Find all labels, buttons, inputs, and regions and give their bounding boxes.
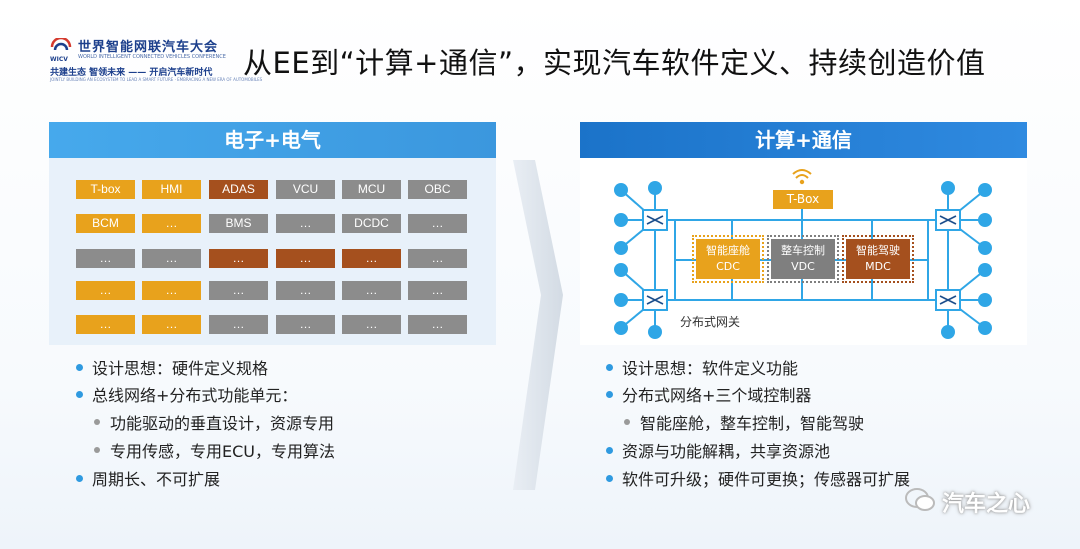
ecu-cell: … — [408, 315, 467, 334]
ecu-cell: DCDC — [342, 214, 401, 233]
bullet-text: 专用传感，专用ECU，专用算法 — [110, 442, 335, 461]
ecu-cell: … — [342, 249, 401, 268]
bullet-text: 软件可升级；硬件可更换；传感器可扩展 — [622, 470, 911, 489]
ecu-cell: MCU — [342, 180, 401, 199]
bullet-marker — [606, 447, 613, 454]
ecu-cell: … — [209, 249, 268, 268]
domain-controller-code: VDC — [791, 260, 815, 273]
ecu-cell: … — [276, 249, 335, 268]
transition-arrow-icon — [513, 160, 563, 490]
bullet-marker — [606, 364, 613, 371]
ecu-cell: … — [408, 214, 467, 233]
domain-controller-code: MDC — [865, 260, 891, 273]
bullet-marker — [606, 391, 613, 398]
bullet-text: 设计思想：软件定义功能 — [622, 359, 799, 378]
ecu-cell: BCM — [76, 214, 135, 233]
domain-controller: 智能座舱 CDC — [692, 235, 764, 283]
domain-controller-name: 智能驾驶 — [856, 244, 900, 257]
slide-title: 从EE到“计算+通信”，实现汽车软件定义、持续创造价值 — [243, 46, 986, 80]
ecu-cell: T-box — [76, 180, 135, 199]
bullet-marker — [94, 419, 100, 425]
ecu-cell: … — [142, 281, 201, 300]
logo-abbreviation: WICV — [50, 56, 68, 63]
wechat-logo-icon — [905, 488, 935, 511]
logo-slogan: 共建生态 智领未来 —— 开启汽车新时代 — [50, 68, 213, 78]
bullet-text: 资源与功能解耦，共享资源池 — [622, 442, 831, 461]
bullet-text: 设计思想：硬件定义规格 — [92, 359, 269, 378]
ecu-cell: … — [276, 315, 335, 334]
bullet-marker — [76, 391, 83, 398]
bullet-marker — [624, 419, 630, 425]
ecu-cell: … — [408, 249, 467, 268]
ecu-cell: … — [142, 315, 201, 334]
logo-title: 世界智能网联汽车大会 — [78, 40, 219, 55]
domain-controller: 智能驾驶 MDC — [842, 235, 914, 283]
ecu-cell: … — [408, 281, 467, 300]
ecu-cell: … — [76, 315, 135, 334]
ecu-grid: T-box HMI ADAS VCU MCU OBC BCM … BMS … DCDC … … … … … … …… — [49, 158, 496, 345]
bullet-marker — [94, 447, 100, 453]
ecu-cell: … — [342, 315, 401, 334]
wicv-logo-icon — [50, 38, 72, 51]
ecu-cell: … — [142, 249, 201, 268]
bullet-text: 总线网络+分布式功能单元： — [92, 386, 298, 405]
bullet-text: 周期长、不可扩展 — [92, 470, 221, 489]
ecu-cell: … — [276, 214, 335, 233]
bullet-marker — [76, 364, 83, 371]
bullet-text: 分布式网络+三个域控制器 — [622, 386, 812, 405]
ecu-cell: BMS — [209, 214, 268, 233]
domain-controller-code: CDC — [716, 260, 740, 273]
domain-controller-name: 整车控制 — [781, 244, 825, 257]
bullet-marker — [76, 475, 83, 482]
conference-logo: 世界智能网联汽车大会 WORLD INTELLIGENT CONNECTED V… — [50, 36, 262, 86]
ecu-cell: … — [276, 281, 335, 300]
ecu-cell: … — [209, 315, 268, 334]
left-panel-title: 电子+电气 — [49, 122, 496, 158]
bullet-text: 智能座舱，整车控制，智能驾驶 — [640, 414, 865, 433]
bullet-text: 功能驱动的垂直设计，资源专用 — [110, 414, 335, 433]
ecu-cell: ADAS — [209, 180, 268, 199]
logo-slogan-english: JOINTLY BUILDING AN ECOSYSTEM TO LEAD A … — [50, 77, 263, 82]
ecu-cell: OBC — [408, 180, 467, 199]
bullet-marker — [606, 475, 613, 482]
right-panel-title: 计算+通信 — [580, 122, 1027, 158]
domain-controller: 整车控制 VDC — [767, 235, 839, 283]
ecu-cell: HMI — [142, 180, 201, 199]
watermark-text: 汽车之心 — [942, 492, 1031, 517]
domain-controller-name: 智能座舱 — [706, 244, 750, 257]
ecu-cell: … — [76, 249, 135, 268]
ecu-cell: … — [342, 281, 401, 300]
logo-english-name: WORLD INTELLIGENT CONNECTED VEHICLES CON… — [78, 54, 226, 60]
ecu-cell: … — [142, 214, 201, 233]
ecu-cell: VCU — [276, 180, 335, 199]
ecu-cell: … — [209, 281, 268, 300]
gateway-label: 分布式网关 — [680, 315, 741, 329]
ecu-cell: … — [76, 281, 135, 300]
tbox-module: T-Box — [773, 190, 833, 209]
